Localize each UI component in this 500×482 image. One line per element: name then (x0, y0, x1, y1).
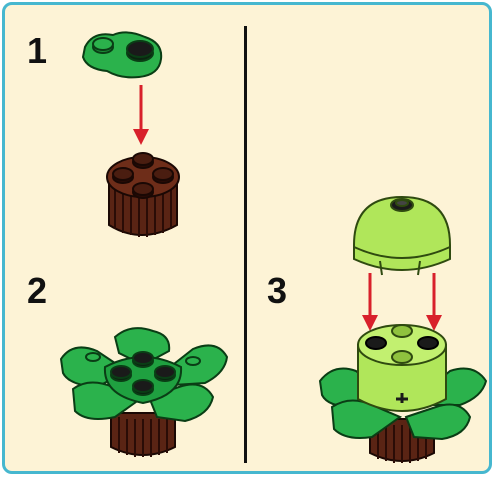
lime-dome-piece-icon (353, 195, 451, 276)
brown-round-brick-icon (106, 152, 180, 237)
down-arrow-icon (133, 85, 149, 145)
step-1-number: 1 (27, 30, 48, 71)
down-arrow-left-icon (362, 273, 378, 331)
step-2-number: 2 (27, 270, 48, 311)
leaf-plate-piece-icon (81, 31, 163, 79)
down-arrow-right-icon (426, 273, 442, 331)
step-1-illustration (81, 31, 180, 237)
instruction-panel: 1 2 3 (2, 2, 492, 474)
step-2-illustration (59, 327, 229, 457)
step-divider (244, 26, 247, 463)
step-3-number: 3 (267, 270, 288, 311)
step-3-illustration (318, 195, 488, 463)
leaf-back-icon (113, 327, 171, 367)
